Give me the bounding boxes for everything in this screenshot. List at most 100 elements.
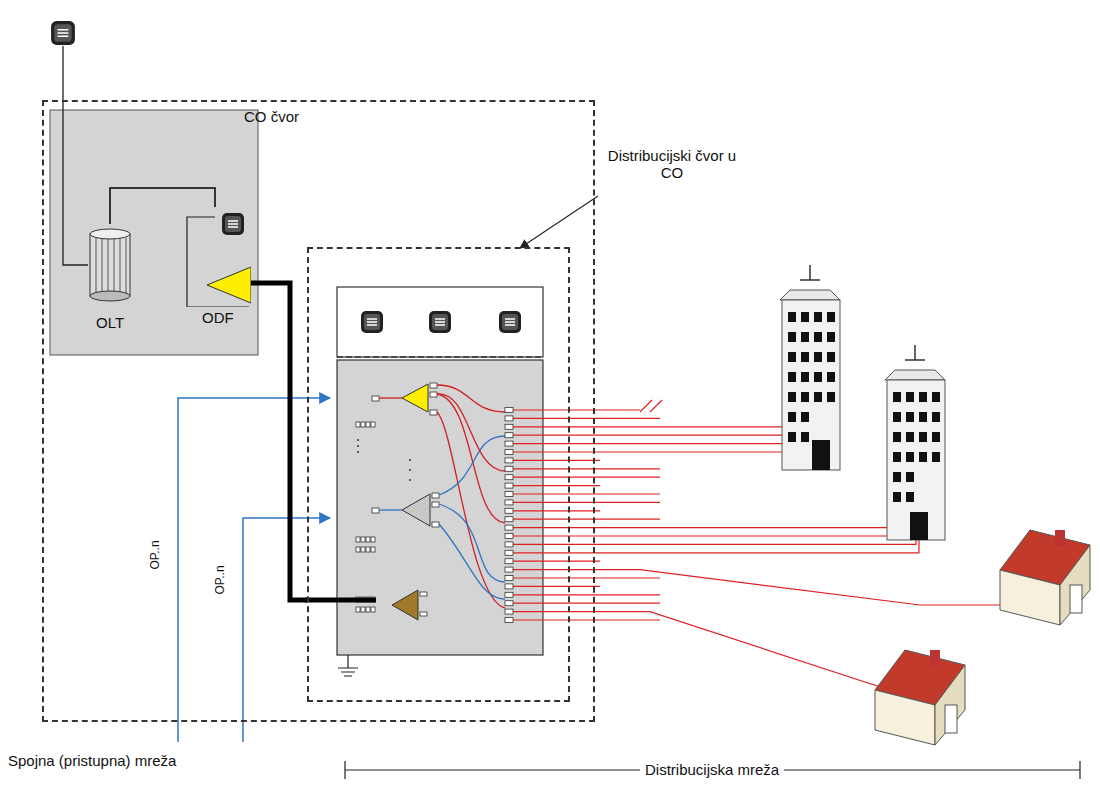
drop-fiber <box>513 452 827 468</box>
port <box>505 508 513 513</box>
drop-fiber <box>513 485 600 486</box>
drop-fiber <box>513 538 919 553</box>
port <box>505 483 513 488</box>
drop-fiber <box>513 561 600 562</box>
drop-fiber <box>513 594 660 595</box>
drop-fiber <box>513 409 640 410</box>
feeder-cable <box>251 283 307 600</box>
patch-cords <box>437 385 505 608</box>
port <box>505 601 513 606</box>
drop-fiber <box>513 586 600 587</box>
port <box>505 424 513 429</box>
equipment-node: ODF <box>185 207 251 332</box>
port <box>505 618 513 623</box>
window <box>801 372 809 382</box>
equipment-node: OLT <box>80 224 140 334</box>
window <box>919 452 927 462</box>
patch-line <box>110 188 215 224</box>
window <box>932 392 940 402</box>
house <box>875 650 965 745</box>
window <box>893 392 901 402</box>
access-line <box>243 518 330 742</box>
window <box>788 312 796 322</box>
port <box>505 450 513 455</box>
network-label: Distribucijska mreža <box>640 761 784 778</box>
window <box>814 352 822 362</box>
ground-symbol <box>338 655 358 676</box>
drop-fiber <box>513 538 916 544</box>
drop-fiber <box>513 418 660 419</box>
window <box>827 392 835 402</box>
drop-fiber <box>513 468 660 469</box>
drop-fiber <box>513 519 660 520</box>
window <box>801 412 809 422</box>
window <box>788 432 796 442</box>
frame-top-panel <box>337 287 543 357</box>
window <box>827 332 835 342</box>
port <box>505 500 513 505</box>
window <box>919 412 927 422</box>
port <box>505 559 513 564</box>
port <box>505 466 513 471</box>
network-label: Spojna (pristupna) mreža <box>8 752 176 769</box>
window <box>827 312 835 322</box>
drop-fiber <box>513 536 913 538</box>
feeder-cable <box>305 598 376 603</box>
port <box>505 609 513 614</box>
window <box>893 472 901 482</box>
port <box>505 584 513 589</box>
port <box>505 492 513 497</box>
window <box>788 352 796 362</box>
callout-arrow <box>520 196 598 248</box>
window <box>827 352 835 362</box>
drop-fiber <box>513 577 660 578</box>
drop-fiber <box>513 603 660 604</box>
olt-icon <box>80 224 140 304</box>
port <box>505 534 513 539</box>
port <box>505 441 513 446</box>
drop-fiber <box>513 460 600 461</box>
port-label: OP..n <box>148 540 162 569</box>
window <box>906 412 914 422</box>
window <box>919 432 927 442</box>
window <box>814 392 822 402</box>
node-label: OLT <box>96 314 124 331</box>
window <box>906 392 914 402</box>
port <box>505 458 513 463</box>
window <box>814 332 822 342</box>
drop-fiber <box>513 427 818 468</box>
building <box>780 265 840 470</box>
co-node: CO čvorOLTODFDistribucijski čvor u CO <box>42 100 595 722</box>
window <box>893 452 901 462</box>
odf-icon <box>185 207 251 307</box>
window <box>893 432 901 442</box>
equipment-box <box>50 110 258 355</box>
window <box>788 392 796 402</box>
node-label: CO čvor <box>244 108 299 125</box>
window <box>906 492 914 502</box>
window <box>906 432 914 442</box>
window <box>932 412 940 422</box>
window <box>788 372 796 382</box>
port <box>505 550 513 555</box>
splitter-brown <box>392 590 418 620</box>
callout-label: Distribucijski čvor u CO <box>607 147 737 182</box>
window <box>893 492 901 502</box>
splitter-yellow <box>402 384 428 412</box>
drop-fiber <box>513 502 660 503</box>
window <box>788 332 796 342</box>
window <box>801 392 809 402</box>
frame-panel <box>337 360 543 655</box>
window <box>814 312 822 322</box>
break-mark <box>640 400 662 412</box>
window <box>801 332 809 342</box>
window <box>906 472 914 482</box>
bracket <box>345 761 1080 779</box>
building <box>885 345 945 540</box>
port <box>505 416 513 421</box>
window <box>827 372 835 382</box>
window <box>801 432 809 442</box>
window <box>932 452 940 462</box>
